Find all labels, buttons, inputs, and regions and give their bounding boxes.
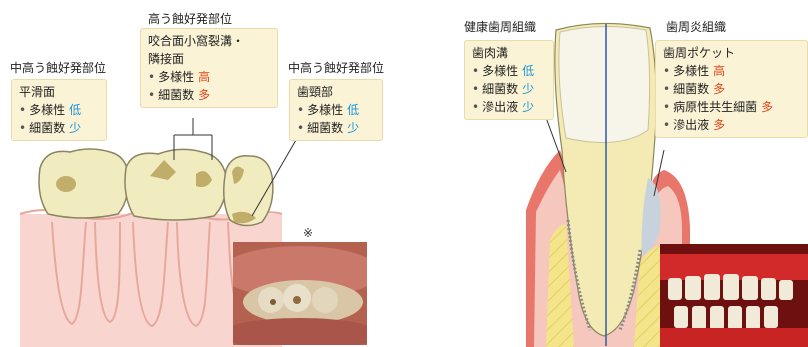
sulcus-box: 歯肉溝 •多様性低 •細菌数少 •滲出液少 <box>464 40 554 120</box>
periodontitis-title: 歯周炎組織 <box>666 18 726 35</box>
intraoral-photo-right <box>660 244 808 347</box>
tooth-enamel <box>559 26 650 142</box>
row-diversity: •多様性高 <box>148 68 270 86</box>
pocket-box: 歯周ポケット •多様性高 •細菌数多 •病原性共生細菌多 •滲出液多 <box>655 40 808 138</box>
row-bacteria: •細菌数多 <box>148 86 270 104</box>
row-bacteria: •細菌数少 <box>297 119 375 137</box>
row-exudate: •滲出液少 <box>472 98 546 116</box>
box-heading-1: 咬合面小窩裂溝・ <box>148 32 270 50</box>
smooth-surface-box: 平滑面 •多様性低 •細菌数少 <box>11 79 107 141</box>
row-diversity: •多様性低 <box>472 62 546 80</box>
row-diversity: •多様性低 <box>19 101 99 119</box>
box-heading-2: 隣接面 <box>148 50 270 68</box>
intraoral-photo-left <box>233 242 367 345</box>
row-pathobionts: •病原性共生細菌多 <box>663 98 800 116</box>
molar-middle <box>125 149 226 220</box>
row-diversity: •多様性低 <box>297 101 375 119</box>
row-exudate: •滲出液多 <box>663 116 800 134</box>
molar-left <box>39 149 128 218</box>
healthy-periodontium-title: 健康歯周組織 <box>464 18 536 35</box>
right-caries-title: 中高う蝕好発部位 <box>288 59 384 76</box>
row-bacteria: •細菌数少 <box>472 80 546 98</box>
occlusal-box: 咬合面小窩裂溝・ 隣接面 •多様性高 •細菌数多 <box>140 28 278 108</box>
top-caries-title: 高う蝕好発部位 <box>148 10 232 27</box>
box-heading: 平滑面 <box>19 83 99 101</box>
row-diversity: •多様性高 <box>663 62 800 80</box>
box-heading: 歯肉溝 <box>472 44 546 62</box>
row-bacteria: •細菌数多 <box>663 80 800 98</box>
box-heading: 歯周ポケット <box>663 44 800 62</box>
photo-note-mark: ※ <box>303 226 313 240</box>
box-heading: 歯頸部 <box>297 83 375 101</box>
row-bacteria: •細菌数少 <box>19 119 99 137</box>
left-caries-title: 中高う蝕好発部位 <box>10 59 106 76</box>
cervical-box: 歯頸部 •多様性低 •細菌数少 <box>289 79 383 141</box>
